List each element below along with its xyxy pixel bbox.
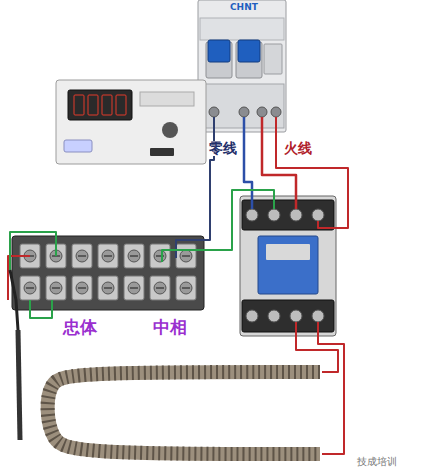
watermark: 技成培训 — [356, 456, 398, 467]
sensor-wire — [10, 232, 56, 270]
screw-slot — [130, 255, 138, 257]
screw-slot — [104, 255, 112, 257]
screw-slot — [156, 287, 164, 289]
switch — [150, 148, 174, 156]
screw-slot — [26, 287, 34, 289]
terminal-screw — [128, 282, 140, 294]
contactor-body — [240, 196, 336, 336]
scale-strip — [140, 92, 194, 106]
live-wire — [276, 117, 348, 228]
terminal-screw — [50, 282, 62, 294]
lcd-display — [68, 90, 132, 120]
terminal-cell — [98, 244, 118, 268]
screw-slot — [182, 255, 190, 257]
terminal-screw — [154, 282, 166, 294]
temperature-controller — [56, 80, 206, 164]
terminal-cell — [98, 276, 118, 300]
circuit-breaker — [198, 0, 286, 132]
terminal-label: 中相 — [152, 318, 188, 337]
setting-knob — [162, 122, 178, 138]
terminal-screw — [268, 209, 280, 221]
test-module — [264, 44, 282, 74]
terminal-screw — [76, 250, 88, 262]
heater-element — [48, 372, 320, 454]
brand-mark: CHNT — [229, 3, 259, 13]
display-digit — [116, 95, 126, 115]
screw-slot — [78, 255, 86, 257]
terminal-screw — [154, 250, 166, 262]
terminal-screw — [268, 310, 280, 322]
breaker-body — [198, 0, 286, 132]
screw-slot — [52, 287, 60, 289]
terminal-cell — [150, 276, 170, 300]
bottom-terminal-row — [242, 300, 334, 332]
heater-wire — [318, 322, 344, 454]
screw-slot — [78, 287, 86, 289]
display-digit — [88, 95, 98, 115]
display-digit — [102, 95, 112, 115]
contact-window — [258, 236, 318, 294]
breaker-lower — [200, 84, 284, 128]
terminal-cell — [72, 244, 92, 268]
terminal-screw — [209, 107, 219, 117]
terminal-label: 忠体 — [62, 318, 98, 337]
neutral-wire — [244, 117, 252, 209]
wire-label: 火线 — [283, 141, 313, 156]
terminal-screw — [180, 282, 192, 294]
display-digit — [74, 95, 84, 115]
power-wire — [176, 117, 214, 258]
terminal-cell — [124, 276, 144, 300]
thermocouple-probe — [18, 330, 20, 440]
toggle-lever — [208, 40, 230, 62]
toggle-lever — [238, 40, 260, 62]
terminal-screw — [246, 310, 258, 322]
terminal-screw — [128, 250, 140, 262]
live-wire — [262, 117, 296, 209]
controller-face — [56, 80, 206, 164]
ac-contactor — [240, 196, 336, 336]
breaker-label-panel — [200, 18, 284, 40]
terminal-cell — [176, 244, 196, 268]
top-terminal-row — [242, 200, 334, 230]
terminal-screw — [102, 282, 114, 294]
controller-output-wire — [30, 300, 52, 318]
terminal-cell — [176, 276, 196, 300]
screw-slot — [130, 287, 138, 289]
terminal-screw — [246, 209, 258, 221]
terminal-screw — [290, 209, 302, 221]
terminal-screw — [180, 250, 192, 262]
coil-wire — [162, 190, 274, 262]
terminal-screw — [239, 107, 249, 117]
terminal-screw — [312, 310, 324, 322]
terminal-screw — [290, 310, 302, 322]
indicator — [266, 244, 310, 260]
heater-coil — [48, 372, 320, 454]
terminal-cell — [124, 244, 144, 268]
screw-slot — [104, 287, 112, 289]
probe-lead — [10, 270, 18, 330]
terminal-screw — [312, 209, 324, 221]
wire-label: 零线 — [208, 141, 238, 156]
terminal-cell — [150, 244, 170, 268]
terminal-cell — [72, 276, 92, 300]
terminal-screw — [257, 107, 267, 117]
brand-plate — [64, 140, 92, 152]
terminal-cell — [46, 276, 66, 300]
terminal-screw — [76, 282, 88, 294]
terminal-cell — [20, 276, 40, 300]
screw-slot — [182, 287, 190, 289]
terminal-screw — [102, 250, 114, 262]
terminal-screw — [271, 107, 281, 117]
terminal-screw — [24, 282, 36, 294]
